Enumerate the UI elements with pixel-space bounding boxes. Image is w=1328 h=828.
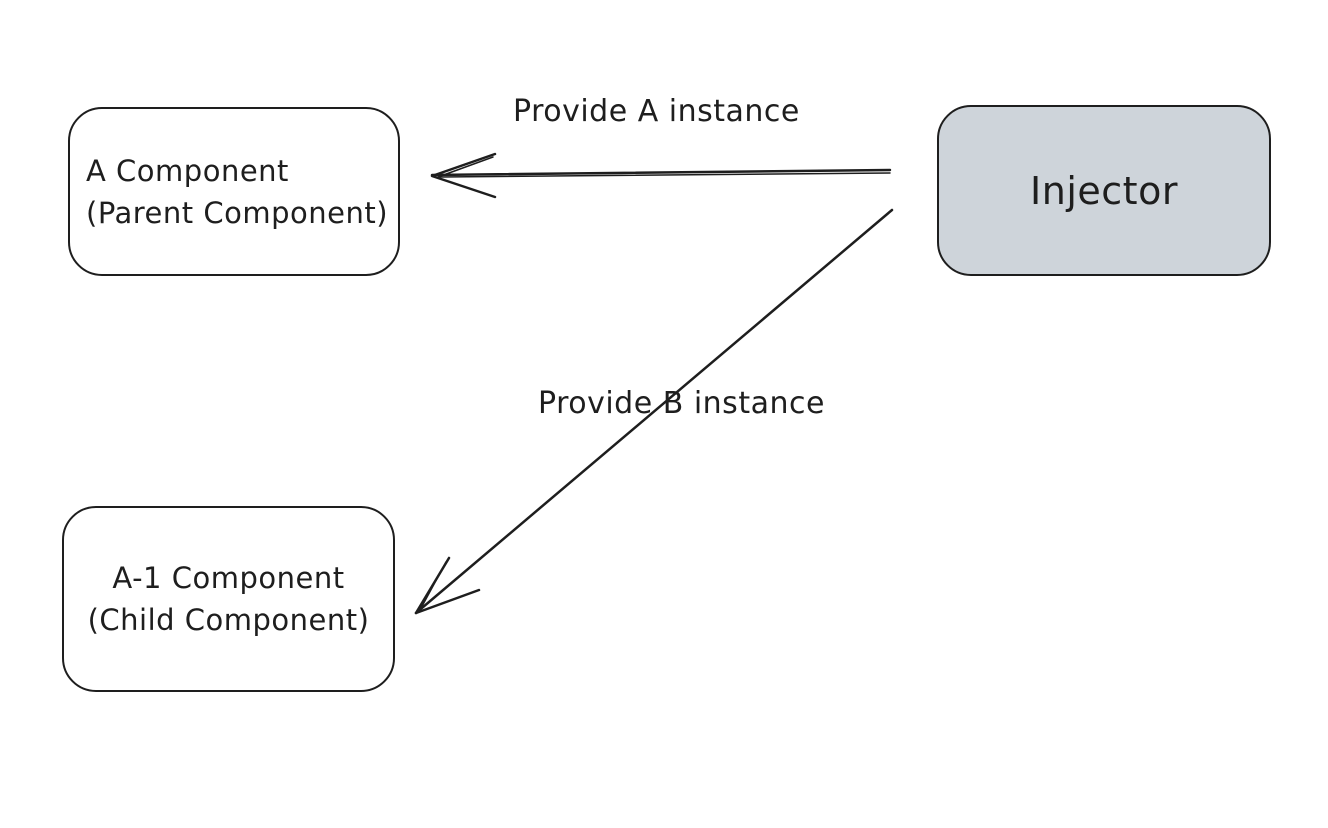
arrow-provide-b-head-sketch (419, 561, 447, 611)
child-component-title: A-1 Component (112, 561, 345, 595)
edge-label-provide-a: Provide A instance (513, 94, 800, 129)
child-component-subtitle: (Child Component) (87, 603, 370, 637)
arrow-provide-b-shaft (414, 208, 894, 615)
arrow-provide-a-shaft-sketch (439, 172, 891, 178)
child-component-node[interactable]: A-1 Component (Child Component) (62, 506, 395, 692)
injector-title: Injector (1030, 168, 1178, 213)
arrow-provide-b (414, 208, 894, 615)
arrow-provide-a (430, 152, 892, 199)
arrow-provide-a-shaft (430, 168, 892, 177)
arrow-provide-a-head-sketch (437, 156, 494, 178)
edge-label-provide-b: Provide B instance (538, 386, 825, 421)
parent-component-subtitle: (Parent Component) (86, 195, 389, 230)
parent-component-node[interactable]: A Component (Parent Component) (68, 107, 400, 276)
parent-component-title: A Component (86, 153, 289, 188)
injector-node[interactable]: Injector (937, 105, 1271, 276)
arrow-provide-a-head (430, 152, 497, 199)
